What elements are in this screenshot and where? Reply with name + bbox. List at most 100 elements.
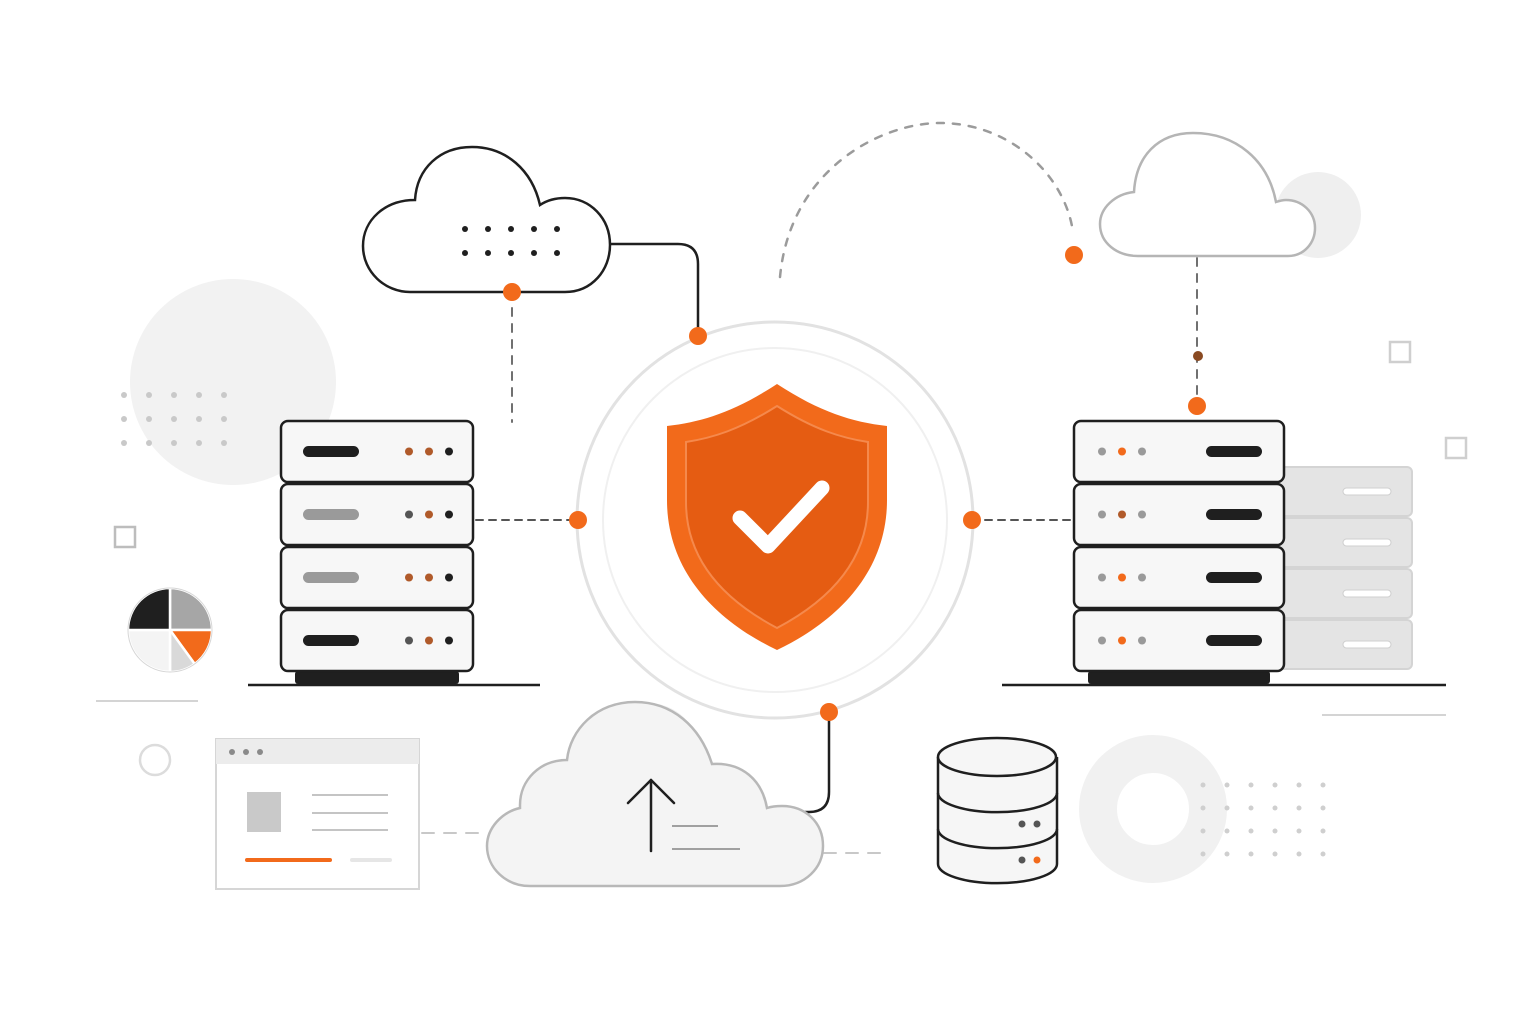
pie-outline: [127, 587, 213, 673]
grid-dot: [531, 250, 537, 256]
dot-grid-right: [1200, 782, 1326, 857]
db-led: [1018, 820, 1026, 828]
server-led: [1138, 447, 1146, 456]
node-dot: [963, 511, 981, 529]
window-dot: [243, 749, 249, 755]
grid-dot: [1200, 828, 1206, 834]
small-ring-left: [138, 743, 172, 777]
grid-dot: [531, 226, 537, 232]
grid-dot: [1224, 828, 1230, 834]
grid-dot: [1248, 805, 1254, 811]
grid-dot: [1320, 828, 1326, 834]
grid-dot: [1224, 805, 1230, 811]
server-led: [1118, 636, 1126, 645]
server-slot: [1206, 509, 1262, 520]
grid-dot: [1320, 782, 1326, 788]
node-dot: [1188, 397, 1206, 415]
cloud-to-shield-line: [608, 242, 700, 338]
server-led: [1138, 636, 1146, 645]
server-led: [1118, 573, 1126, 582]
pie-slice: [168, 586, 214, 632]
server-slot: [1206, 572, 1262, 583]
grid-dot: [1296, 828, 1302, 834]
server-back-slot: [1342, 538, 1392, 547]
grid-dot: [196, 440, 202, 446]
server-led: [425, 636, 433, 645]
grid-dot: [146, 392, 152, 398]
hub-to-upload-cloud: [786, 686, 831, 814]
square-right-1: [1388, 340, 1412, 364]
bg-ring-bottom-right: [1079, 735, 1227, 883]
node-dot: [503, 283, 521, 301]
server-back-slot: [1342, 487, 1392, 496]
server-led: [1118, 447, 1126, 456]
checkmark: [732, 480, 830, 554]
server-unit: [1072, 419, 1286, 484]
server-led: [425, 510, 433, 519]
server-led: [1118, 510, 1126, 519]
cloud-upload-icon: [485, 700, 825, 888]
grid-dot: [1272, 805, 1278, 811]
server-led: [425, 573, 433, 582]
server-unit: [279, 419, 475, 484]
server-led: [1098, 447, 1106, 456]
window-image-placeholder: [247, 792, 281, 832]
cloud-bottom: [485, 700, 825, 888]
grid-dot: [1248, 782, 1254, 788]
server-back-slot: [1342, 589, 1392, 598]
server-led: [445, 636, 453, 645]
db-led-accent: [1033, 856, 1041, 864]
grid-dot: [508, 250, 514, 256]
server-slot: [1206, 635, 1262, 646]
node-dot: [569, 511, 587, 529]
grid-dot: [1200, 805, 1206, 811]
grid-dot: [221, 440, 227, 446]
pie-slice: [126, 586, 172, 632]
server-slot: [303, 509, 359, 520]
server-unit: [279, 482, 475, 547]
grid-dot: [1296, 851, 1302, 857]
server-led: [1098, 636, 1106, 645]
security-hub: [575, 320, 975, 720]
window-titlebar: [216, 739, 419, 764]
grid-dot: [485, 250, 491, 256]
grid-dot: [462, 226, 468, 232]
cloud-dot-grid: [462, 226, 560, 256]
grid-dot: [1320, 805, 1326, 811]
grid-dot: [1320, 851, 1326, 857]
upload-arrow-icon: [626, 778, 676, 853]
cloud-icon: [361, 145, 612, 294]
server-unit: [1072, 608, 1286, 673]
grid-dot: [485, 226, 491, 232]
grid-dot: [121, 440, 127, 446]
server-unit: [1072, 545, 1286, 610]
grid-dot: [1224, 782, 1230, 788]
square-right-2: [1444, 436, 1468, 460]
db-body: [936, 757, 1059, 885]
server-led: [1138, 573, 1146, 582]
dot-grid-left: [121, 392, 227, 446]
server-slot: [1206, 446, 1262, 457]
pie-chart-icon: [126, 586, 214, 674]
server-led: [1138, 510, 1146, 519]
hub-inner-ring: [602, 347, 948, 693]
grid-dot: [171, 440, 177, 446]
connection-nodes: [503, 246, 1206, 721]
grid-dot: [1272, 782, 1278, 788]
window-dot: [229, 749, 235, 755]
grid-dot: [1272, 828, 1278, 834]
server-right-base: [1088, 671, 1270, 684]
server-back-slot: [1342, 640, 1392, 649]
browser-window-icon: [215, 738, 420, 890]
connectors: [421, 121, 1198, 854]
grid-dot: [171, 416, 177, 422]
grid-dot: [1248, 851, 1254, 857]
db-top: [936, 736, 1058, 778]
grid-dot: [1248, 828, 1254, 834]
cloud-top-left: [361, 145, 612, 294]
grid-dot: [196, 416, 202, 422]
server-led: [405, 636, 413, 645]
grid-dot: [1296, 782, 1302, 788]
shield-check-icon: [667, 384, 887, 650]
